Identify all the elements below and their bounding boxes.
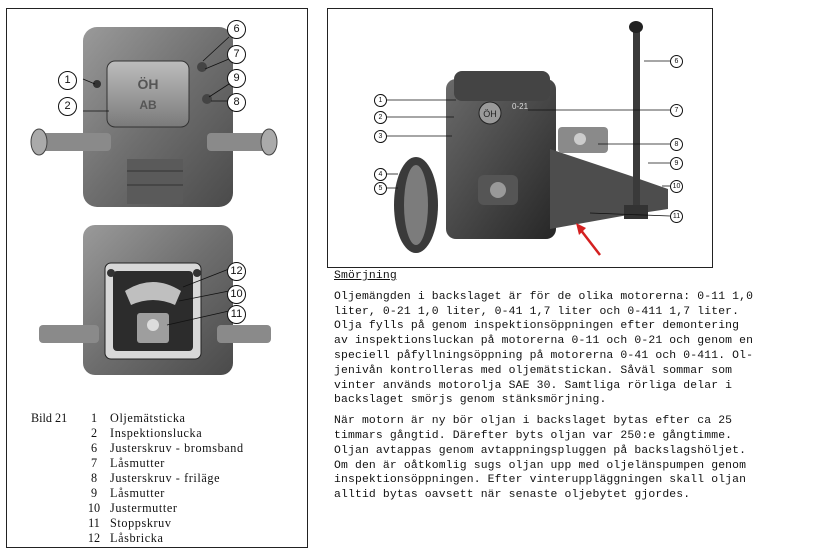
legend-row: 11 Stoppskruv xyxy=(88,516,172,530)
callout-9: 9 xyxy=(227,69,246,88)
svg-text:0-21: 0-21 xyxy=(512,102,529,111)
svg-text:ÖH: ÖH xyxy=(138,76,159,92)
paragraph-oil-quantity: Oljemängden i backslaget är för de olika… xyxy=(334,290,754,407)
gearbox-top-illustration: ÖH AB xyxy=(30,27,278,207)
legend-row: 1 Oljemätsticka xyxy=(90,411,186,425)
legend-row: 2 Inspektionslucka xyxy=(90,426,203,440)
legend-row: 10 Justermutter xyxy=(87,501,178,515)
callout-6: 6 xyxy=(227,20,246,39)
engine-block xyxy=(446,79,556,239)
inspection-cover xyxy=(106,60,190,128)
callout-7: 7 xyxy=(227,45,246,64)
callout-8: 8 xyxy=(227,93,246,112)
callout-2: 2 xyxy=(58,97,77,116)
svg-text:AB: AB xyxy=(139,98,157,112)
callout-11: 11 xyxy=(227,305,246,324)
section-heading: Smörjning xyxy=(334,270,397,282)
photo-callout-3: 3 xyxy=(374,130,387,143)
photo-callout-2: 2 xyxy=(374,111,387,124)
photo-callout-5: 5 xyxy=(374,182,387,195)
svg-text:ÖH: ÖH xyxy=(483,109,497,119)
legend-row: 6 Justerskruv - bromsband xyxy=(90,441,244,455)
photo-callout-9: 9 xyxy=(670,157,683,170)
legend-row: 7 Låsmutter xyxy=(90,456,165,470)
reverse-gear-housing xyxy=(550,149,668,229)
figure-panel: ÖH AB 1 2 6 7 9 8 12 10 11 Bi xyxy=(6,8,308,548)
shift-lever xyxy=(633,27,640,217)
shaft-right xyxy=(207,133,271,151)
gearbox-open-illustration xyxy=(39,225,271,375)
callout-10: 10 xyxy=(227,285,246,304)
callout-1: 1 xyxy=(58,71,77,90)
photo-callout-6: 6 xyxy=(670,55,683,68)
legend-row: 9 Låsmutter xyxy=(90,486,165,500)
shaft-left xyxy=(39,133,111,151)
photo-callout-4: 4 xyxy=(374,168,387,181)
callout-12: 12 xyxy=(227,262,246,281)
lubrication-section: Smörjning Oljemängden i backslaget är fö… xyxy=(334,269,804,509)
engine-photo: ÖH 0-21 1 2 3 4 5 6 7 8 9 10 11 xyxy=(327,8,713,268)
paragraph-oil-change: När motorn är ny bör oljan i backslaget … xyxy=(334,415,747,502)
legend-row: 12 Låsbricka xyxy=(87,531,164,545)
engine-illustration: ÖH 0-21 xyxy=(386,21,671,256)
photo-callout-8: 8 xyxy=(670,138,683,151)
photo-callout-10: 10 xyxy=(670,180,683,193)
photo-callout-1: 1 xyxy=(374,94,387,107)
photo-callout-7: 7 xyxy=(670,104,683,117)
legend-row: 8 Justerskruv - friläge xyxy=(90,471,221,485)
highlight-arrow xyxy=(579,228,601,256)
figure-caption: Bild 21 xyxy=(31,411,68,425)
photo-callout-11: 11 xyxy=(670,210,683,223)
